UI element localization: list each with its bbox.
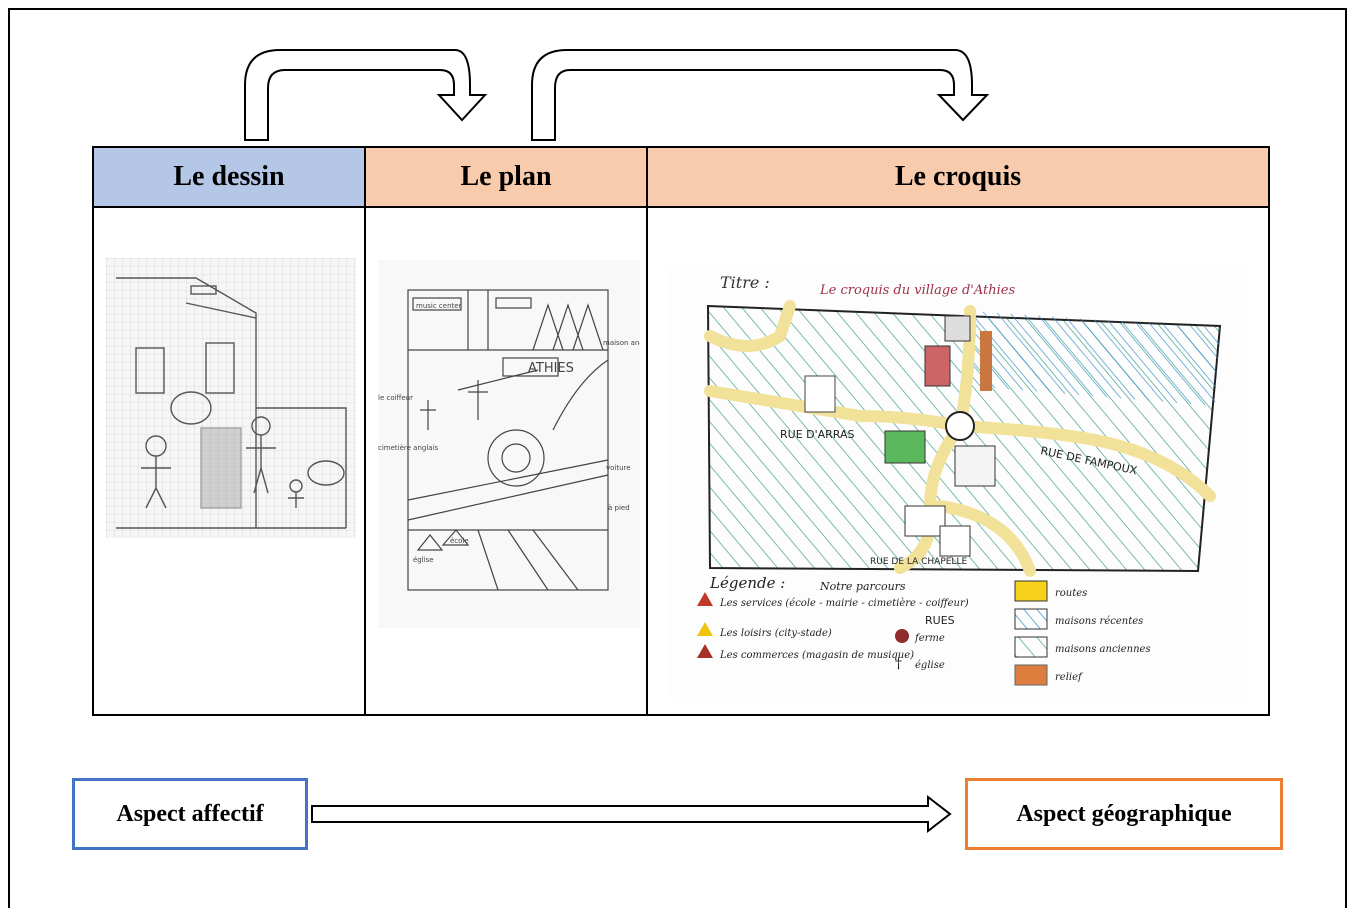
legend-parcours: Notre parcours [819, 580, 906, 593]
plan-cimetiere-label: cimetière anglais [378, 444, 439, 452]
legend-services: Les services (école - mairie - cimetière… [719, 598, 969, 609]
legend-eglise: église [915, 660, 945, 671]
plan-image: ATHIES music center le coiffeur cimetièr… [378, 260, 640, 628]
croquis-title-label: Titre : [720, 273, 770, 292]
header-plan: Le plan [364, 146, 648, 208]
legend-routes: routes [1055, 588, 1087, 599]
arrow-dessin-to-plan [244, 49, 488, 141]
aspect-geographique-label: Aspect géographique [1016, 800, 1232, 827]
legend-rues: RUES [925, 614, 955, 627]
legend-anciennes: maisons anciennes [1055, 644, 1151, 655]
plan-coiffeur-label: le coiffeur [378, 394, 413, 402]
aspect-geographique-box: Aspect géographique [965, 778, 1283, 850]
croquis-title-text: Le croquis du village d'Athies [819, 283, 1015, 298]
legend-label: Légende : [709, 574, 785, 592]
street-arras: RUE D'ARRAS [780, 428, 855, 441]
svg-text:†: † [895, 656, 902, 672]
plan-athies-label: ATHIES [528, 361, 574, 376]
croquis-legend: Légende : Notre parcours Les services (é… [697, 574, 1151, 686]
legend-ferme: ferme [914, 633, 945, 644]
header-croquis: Le croquis [646, 146, 1270, 208]
aspect-affectif-label: Aspect affectif [116, 800, 264, 827]
legend-commerces: Les commerces (magasin de musique) [719, 650, 914, 661]
dessin-image [106, 258, 356, 538]
legend-relief: relief [1055, 672, 1084, 683]
plan-eglise-label: église [413, 556, 434, 564]
arrow-plan-to-croquis [531, 49, 990, 141]
croquis-map: RUE D'ARRAS RUE DE FAMPOUX RUE DE LA CHA… [704, 300, 1222, 577]
plan-maison-label: maison ancienne [603, 339, 640, 347]
cell-croquis: Titre : Le croquis du village d'Athies [646, 206, 1270, 716]
cell-plan: ATHIES music center le coiffeur cimetièr… [364, 206, 648, 716]
street-chapelle: RUE DE LA CHAPELLE [870, 557, 967, 567]
croquis-image: Titre : Le croquis du village d'Athies [670, 266, 1248, 698]
header-dessin: Le dessin [92, 146, 366, 208]
page-frame [8, 8, 1347, 908]
header-row: Le dessin Le plan Le croquis [92, 146, 1270, 208]
comparison-table: Le dessin Le plan Le croquis [92, 146, 1270, 716]
plan-pied-label: à pied [608, 504, 630, 512]
top-arrows [244, 49, 990, 141]
image-row: ATHIES music center le coiffeur cimetièr… [92, 206, 1270, 716]
legend-recentes: maisons récentes [1055, 616, 1143, 627]
cell-dessin [92, 206, 366, 716]
plan-voiture-label: voiture [606, 464, 631, 472]
plan-music-label: music center [416, 302, 462, 310]
aspect-affectif-box: Aspect affectif [72, 778, 308, 850]
plan-ecole-label: école [450, 537, 469, 545]
legend-loisirs: Les loisirs (city-stade) [719, 628, 832, 639]
